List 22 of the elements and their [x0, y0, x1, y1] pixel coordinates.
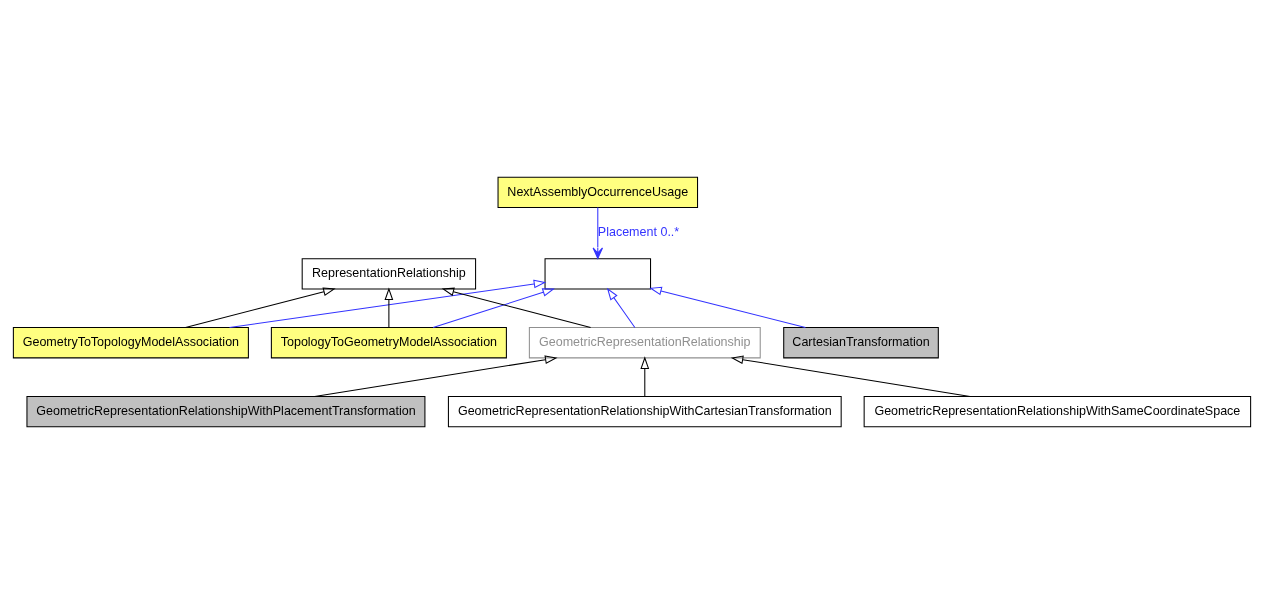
arrow	[730, 354, 971, 397]
arrow	[606, 287, 636, 328]
node-box: NextAssemblyOccurrenceUsage	[497, 176, 699, 208]
edge-label: Placement 0..*	[597, 224, 680, 239]
arrow	[185, 287, 336, 328]
node-box: GeometricRepresentationRelationshipWithPlacementTransformation	[26, 395, 426, 427]
arrow	[314, 354, 558, 397]
node-box: GeometricRepresentationRelationshipWithCartesianTransformation	[447, 395, 842, 427]
arrow	[441, 287, 592, 328]
arrow	[432, 287, 555, 328]
arrow	[229, 279, 547, 328]
node-box: TopologyToGeometryModelAssociation	[270, 326, 507, 358]
node-box: GeometryToTopologyModelAssociation	[12, 326, 249, 358]
arrow	[649, 286, 806, 328]
node-box: GeometricRepresentationRelationship	[528, 326, 761, 358]
node-box	[544, 257, 652, 289]
arrow	[384, 286, 394, 328]
node-box: GeometricRepresentationRelationshipWithSameCoordinateSpace	[863, 395, 1252, 427]
node-box: RepresentationRelationship	[301, 257, 477, 289]
node-box: CartesianTransformation	[783, 326, 939, 358]
arrow	[592, 206, 603, 259]
arrow	[640, 355, 650, 397]
